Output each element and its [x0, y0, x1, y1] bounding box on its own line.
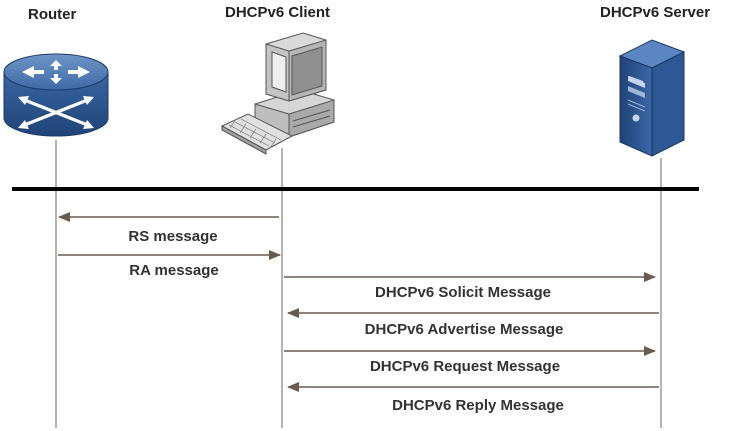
label-advertise-message: DHCPv6 Advertise Message [364, 321, 564, 338]
server-title: DHCPv6 Server [600, 4, 711, 21]
client-title: DHCPv6 Client [225, 4, 331, 21]
label-reply-message: DHCPv6 Reply Message [392, 397, 564, 414]
label-solicit-message: DHCPv6 Solicit Message [375, 284, 551, 301]
router-title: Router [28, 6, 77, 23]
label-request-message: DHCPv6 Request Message [369, 358, 561, 375]
label-ra-message: RA message [129, 262, 219, 279]
router-icon [3, 53, 109, 137]
label-rs-message: RS message [128, 228, 218, 245]
desktop-computer-icon [220, 32, 335, 155]
tower-server-icon [618, 39, 686, 157]
